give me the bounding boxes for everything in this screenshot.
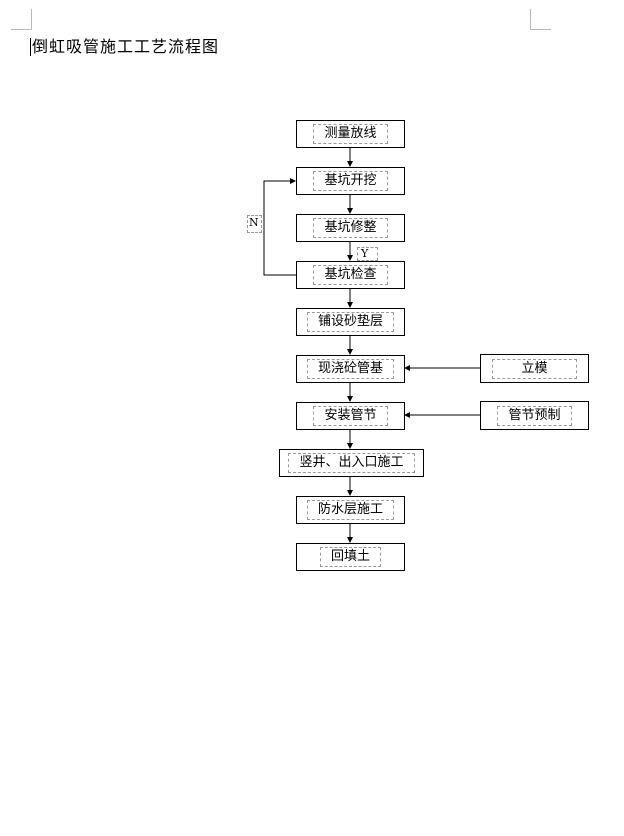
- step-label: 基坑修整: [313, 218, 388, 238]
- side-label: 管节预制: [497, 405, 572, 426]
- side-pipe-prefabrication[interactable]: 管节预制: [480, 401, 589, 430]
- step-label: 基坑检查: [313, 265, 388, 285]
- side-label: 立模: [492, 358, 577, 379]
- text-cursor: [30, 38, 31, 56]
- step-backfill[interactable]: 回填土: [296, 543, 405, 571]
- side-formwork[interactable]: 立模: [480, 354, 589, 383]
- step-label: 基坑开挖: [313, 171, 388, 191]
- label-no: N: [247, 215, 262, 233]
- crop-mark-top-left: [11, 9, 32, 30]
- step-sand-cushion[interactable]: 铺设砂垫层: [296, 308, 405, 336]
- arrow-no-loop: [263, 178, 296, 276]
- step-cast-pipe-base[interactable]: 现浇砼管基: [296, 355, 405, 383]
- step-label: 防水层施工: [306, 500, 394, 520]
- step-label: 测量放线: [313, 124, 388, 144]
- step-label: 回填土: [319, 547, 381, 567]
- step-label: 安装管节: [313, 406, 388, 426]
- step-survey-layout[interactable]: 测量放线: [296, 120, 405, 148]
- label-yes: Y: [357, 247, 379, 261]
- step-label: 铺设砂垫层: [306, 312, 394, 332]
- step-shaft-inlet-outlet[interactable]: 竖井、出入口施工: [279, 449, 424, 477]
- step-label: 竖井、出入口施工: [288, 453, 415, 473]
- step-pit-excavation[interactable]: 基坑开挖: [296, 167, 405, 195]
- crop-mark-top-right: [530, 9, 551, 30]
- step-pit-inspection[interactable]: 基坑检查: [296, 261, 405, 289]
- step-install-pipe-sections[interactable]: 安装管节: [296, 402, 405, 430]
- step-waterproof-layer[interactable]: 防水层施工: [296, 496, 405, 524]
- step-label: 现浇砼管基: [306, 359, 394, 379]
- step-pit-trimming[interactable]: 基坑修整: [296, 214, 405, 242]
- document-title[interactable]: 倒虹吸管施工工艺流程图: [32, 37, 220, 56]
